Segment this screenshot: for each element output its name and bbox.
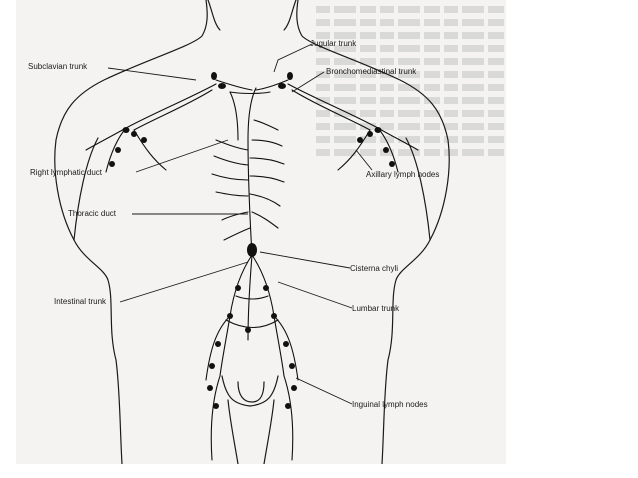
label-bronchomediastinal-trunk: Bronchomediastinal trunk	[326, 67, 417, 76]
leg-inner-right	[263, 399, 275, 464]
armpit-right	[405, 137, 431, 241]
leg-inner-left	[227, 399, 239, 464]
neck-right	[283, 0, 297, 31]
lymph-nodes	[109, 72, 395, 409]
label-cisterna-chyli: Cisterna chyli	[350, 264, 399, 273]
right-lymphatic-vessel	[229, 91, 239, 141]
label-inguinal-lymph-nodes: Inguinal lymph nodes	[352, 400, 428, 409]
armpit-left	[73, 137, 99, 241]
label-subclavian-trunk: Subclavian trunk	[28, 62, 88, 71]
diagram-scan: Jugular trunk Subclavian trunk Bronchome…	[16, 0, 506, 464]
label-right-lymphatic-duct: Right lymphatic duct	[30, 168, 103, 177]
leader-lines	[107, 43, 373, 405]
label-axillary-lymph-nodes: Axillary lymph nodes	[366, 170, 440, 179]
neck-left	[207, 0, 221, 31]
label-lumbar-trunk: Lumbar trunk	[352, 304, 400, 313]
bleed-through-text	[316, 0, 506, 175]
body-outline-left	[54, 0, 208, 464]
genital-outline	[237, 381, 265, 403]
label-intestinal-trunk: Intestinal trunk	[54, 297, 107, 306]
label-jugular-trunk: Jugular trunk	[310, 39, 357, 48]
body-outline-right	[296, 0, 450, 464]
thoracic-duct-vessel	[247, 87, 257, 256]
crotch	[221, 375, 279, 407]
label-thoracic-duct: Thoracic duct	[68, 209, 117, 218]
lymphatic-system-drawing	[54, 0, 450, 464]
